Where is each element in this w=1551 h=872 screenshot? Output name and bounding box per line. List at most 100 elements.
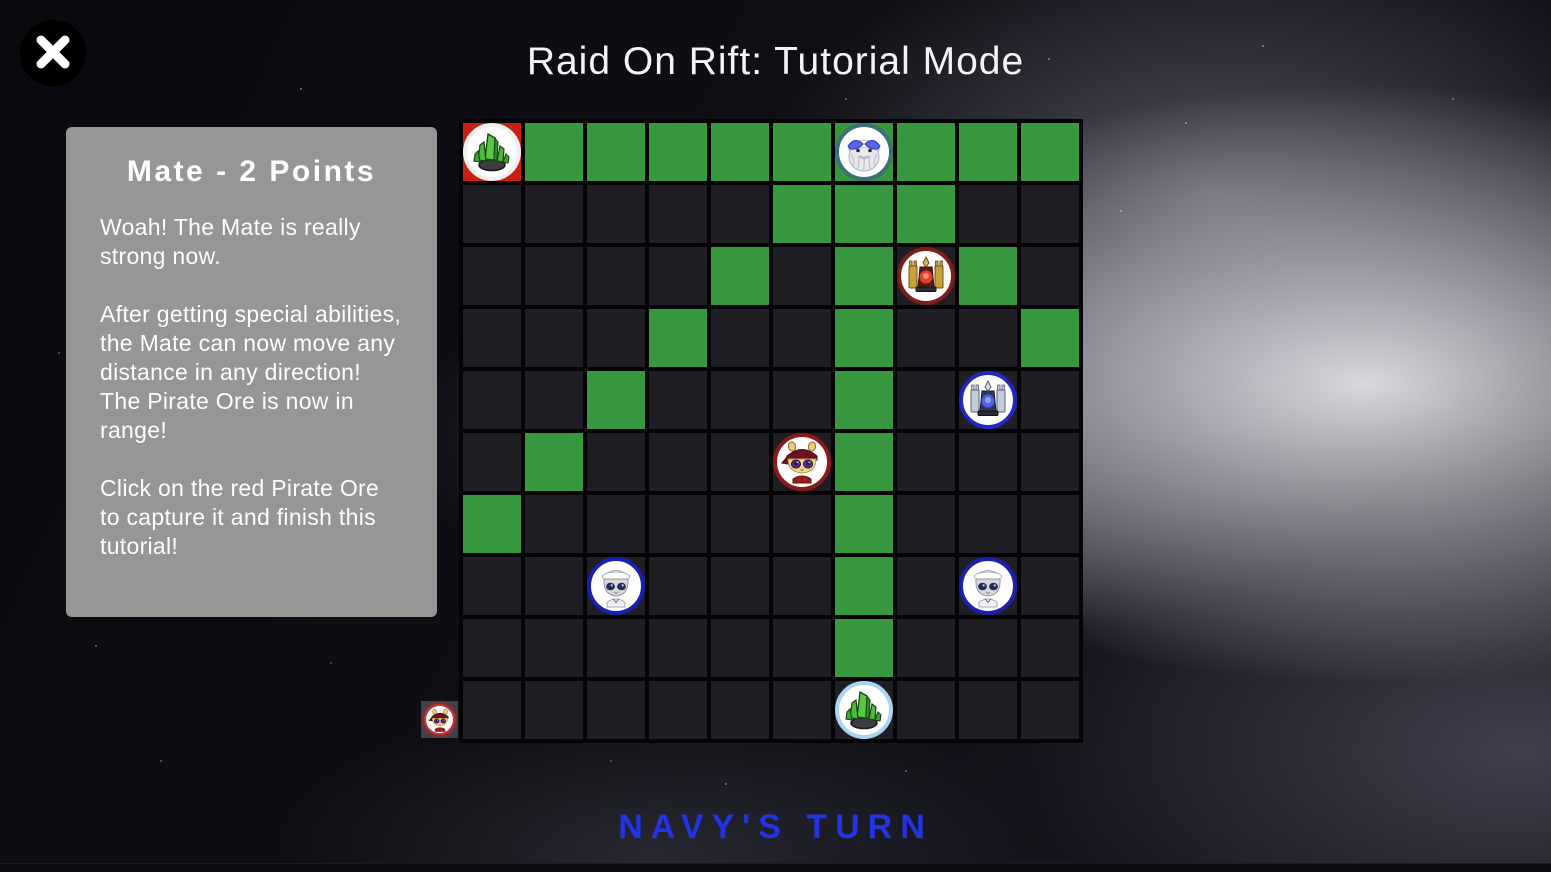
board-cell[interactable]	[773, 681, 831, 739]
board-cell[interactable]	[649, 123, 707, 181]
board-cell[interactable]	[463, 557, 521, 615]
board-cell[interactable]	[835, 495, 893, 553]
board-cell[interactable]	[897, 185, 955, 243]
piece-pirate-sailor[interactable]	[773, 433, 831, 491]
board-cell[interactable]	[463, 681, 521, 739]
board-cell[interactable]	[463, 123, 521, 181]
board-cell[interactable]	[649, 619, 707, 677]
board-cell[interactable]	[959, 619, 1017, 677]
board-cell[interactable]	[649, 185, 707, 243]
board-cell[interactable]	[587, 557, 645, 615]
board-cell[interactable]	[897, 371, 955, 429]
piece-navy-sailor[interactable]	[959, 557, 1017, 615]
board-cell[interactable]	[711, 309, 769, 367]
board-cell[interactable]	[711, 123, 769, 181]
board-cell[interactable]	[711, 247, 769, 305]
close-button[interactable]	[20, 20, 86, 86]
board-cell[interactable]	[587, 371, 645, 429]
board-cell[interactable]	[463, 247, 521, 305]
board-cell[interactable]	[835, 557, 893, 615]
board-cell[interactable]	[587, 309, 645, 367]
board-cell[interactable]	[1021, 557, 1079, 615]
board-cell[interactable]	[525, 433, 583, 491]
piece-navy-gunner[interactable]	[959, 371, 1017, 429]
board-cell[interactable]	[959, 185, 1017, 243]
board-cell[interactable]	[463, 185, 521, 243]
board-cell[interactable]	[649, 247, 707, 305]
board-cell[interactable]	[959, 681, 1017, 739]
piece-pirate-ore[interactable]	[463, 123, 521, 181]
board-cell[interactable]	[649, 681, 707, 739]
board-cell[interactable]	[959, 557, 1017, 615]
board-cell[interactable]	[587, 247, 645, 305]
board-cell[interactable]	[897, 681, 955, 739]
board-cell[interactable]	[773, 619, 831, 677]
board-cell[interactable]	[463, 433, 521, 491]
board-cell[interactable]	[773, 557, 831, 615]
board-cell[interactable]	[773, 309, 831, 367]
board-cell[interactable]	[525, 309, 583, 367]
piece-navy-sailor[interactable]	[587, 557, 645, 615]
board-cell[interactable]	[525, 681, 583, 739]
board-cell[interactable]	[897, 247, 955, 305]
board-cell[interactable]	[835, 433, 893, 491]
board-cell[interactable]	[773, 123, 831, 181]
board-cell[interactable]	[773, 371, 831, 429]
board-cell[interactable]	[463, 619, 521, 677]
board-cell[interactable]	[1021, 371, 1079, 429]
board-cell[interactable]	[835, 681, 893, 739]
board-cell[interactable]	[959, 433, 1017, 491]
board-cell[interactable]	[1021, 681, 1079, 739]
board-cell[interactable]	[463, 371, 521, 429]
board-cell[interactable]	[525, 185, 583, 243]
board-cell[interactable]	[463, 495, 521, 553]
board-cell[interactable]	[587, 433, 645, 491]
board-cell[interactable]	[959, 371, 1017, 429]
board-cell[interactable]	[525, 619, 583, 677]
board-cell[interactable]	[649, 309, 707, 367]
piece-pirate-gunner[interactable]	[897, 247, 955, 305]
board-cell[interactable]	[835, 185, 893, 243]
board-cell[interactable]	[525, 495, 583, 553]
board-cell[interactable]	[711, 433, 769, 491]
board-cell[interactable]	[587, 495, 645, 553]
board-cell[interactable]	[835, 619, 893, 677]
board-cell[interactable]	[649, 433, 707, 491]
board-cell[interactable]	[587, 123, 645, 181]
board-cell[interactable]	[525, 247, 583, 305]
board-cell[interactable]	[649, 557, 707, 615]
board-cell[interactable]	[525, 371, 583, 429]
board-cell[interactable]	[1021, 619, 1079, 677]
board-cell[interactable]	[835, 309, 893, 367]
board-cell[interactable]	[959, 123, 1017, 181]
board-cell[interactable]	[897, 495, 955, 553]
board-cell[interactable]	[897, 557, 955, 615]
board-cell[interactable]	[897, 619, 955, 677]
board-cell[interactable]	[711, 619, 769, 677]
board-cell[interactable]	[587, 681, 645, 739]
board-cell[interactable]	[835, 371, 893, 429]
board-cell[interactable]	[835, 123, 893, 181]
board-cell[interactable]	[525, 123, 583, 181]
piece-navy-mate[interactable]	[835, 123, 893, 181]
board-cell[interactable]	[835, 247, 893, 305]
board-cell[interactable]	[959, 495, 1017, 553]
board-cell[interactable]	[1021, 185, 1079, 243]
board-cell[interactable]	[711, 371, 769, 429]
board-cell[interactable]	[525, 557, 583, 615]
board-cell[interactable]	[1021, 123, 1079, 181]
board-cell[interactable]	[711, 681, 769, 739]
board-cell[interactable]	[711, 495, 769, 553]
board-cell[interactable]	[959, 309, 1017, 367]
board-cell[interactable]	[711, 557, 769, 615]
board-cell[interactable]	[649, 371, 707, 429]
board-cell[interactable]	[587, 185, 645, 243]
board-cell[interactable]	[587, 619, 645, 677]
board-cell[interactable]	[897, 123, 955, 181]
board-cell[interactable]	[649, 495, 707, 553]
board-cell[interactable]	[1021, 309, 1079, 367]
board-cell[interactable]	[1021, 247, 1079, 305]
board-cell[interactable]	[773, 247, 831, 305]
board-cell[interactable]	[1021, 433, 1079, 491]
board-cell[interactable]	[711, 185, 769, 243]
